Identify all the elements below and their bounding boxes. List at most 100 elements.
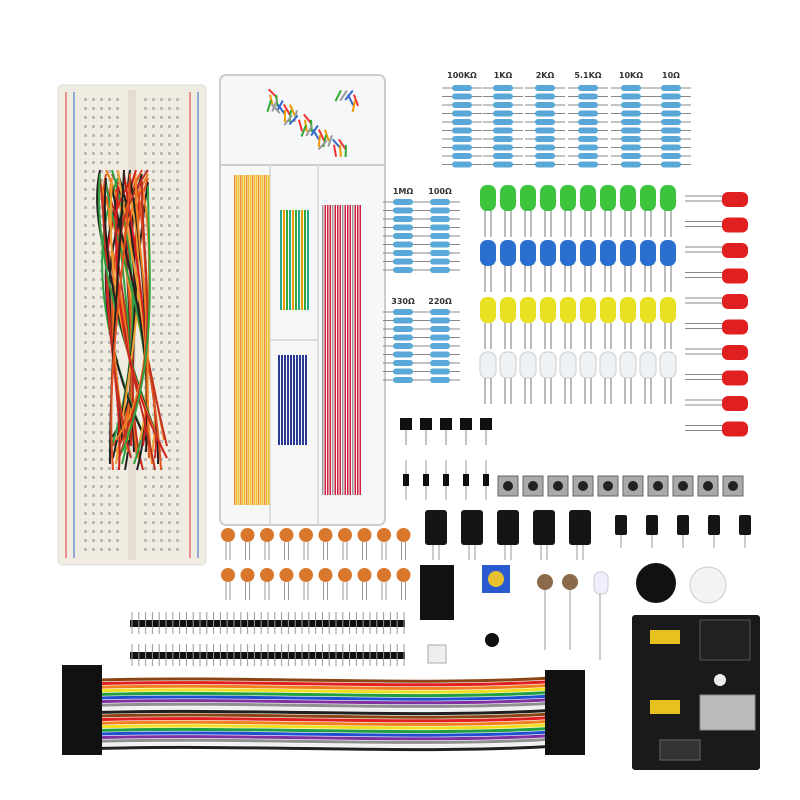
breadboard-hole — [168, 395, 171, 398]
breadboard-hole — [176, 251, 179, 254]
long-jumper-yellow — [264, 175, 266, 505]
breadboard-hole — [92, 143, 95, 146]
resistor — [430, 317, 450, 324]
breadboard-hole — [92, 224, 95, 227]
breadboard-hole — [176, 314, 179, 317]
breadboard-hole — [168, 296, 171, 299]
photoresistor — [537, 574, 553, 590]
breadboard-hole — [92, 314, 95, 317]
led-blue — [600, 240, 616, 266]
breadboard-hole — [100, 314, 103, 317]
breadboard-hole — [168, 422, 171, 425]
breadboard-hole — [168, 368, 171, 371]
resistor — [493, 110, 513, 117]
breadboard-hole — [168, 197, 171, 200]
breadboard-hole — [152, 449, 155, 452]
resistor — [393, 267, 413, 273]
resistor — [452, 136, 472, 142]
breadboard-hole — [92, 179, 95, 182]
led-white — [599, 351, 617, 379]
resistor — [578, 144, 598, 151]
short-jumper — [344, 145, 347, 158]
resistor — [393, 317, 413, 324]
breadboard-hole — [160, 521, 163, 524]
jumper-red — [347, 205, 349, 495]
resistor — [393, 241, 413, 248]
breadboard-hole — [144, 107, 147, 110]
short-jumper — [327, 135, 333, 148]
resistor — [430, 224, 450, 231]
breadboard-hole — [100, 206, 103, 209]
breadboard-hole — [100, 116, 103, 119]
breadboard-hole — [92, 296, 95, 299]
breadboard-hole — [108, 98, 111, 101]
resistor — [535, 85, 555, 91]
breadboard-hole — [84, 485, 87, 488]
resistor — [430, 377, 450, 383]
breadboard-hole — [100, 332, 103, 335]
breadboard-hole — [160, 125, 163, 128]
breadboard-hole — [160, 449, 163, 452]
breadboard-hole — [92, 125, 95, 128]
breadboard-hole — [160, 413, 163, 416]
breadboard-hole — [168, 323, 171, 326]
breadboard-hole — [84, 278, 87, 281]
breadboard-hole — [176, 341, 179, 344]
breadboard-hole — [160, 197, 163, 200]
breadboard-hole — [108, 476, 111, 479]
short-jumper — [303, 113, 313, 125]
led-blue — [640, 240, 656, 266]
breadboard-hole — [160, 98, 163, 101]
breadboard-hole — [152, 341, 155, 344]
breadboard-hole — [100, 440, 103, 443]
breadboard-hole — [152, 296, 155, 299]
ceramic-capacitor — [221, 528, 235, 542]
breadboard-hole — [84, 116, 87, 119]
components — [62, 418, 751, 755]
rgb-led — [593, 571, 609, 595]
breadboard-hole — [116, 521, 119, 524]
breadboard-hole — [176, 242, 179, 245]
breadboard-hole — [176, 449, 179, 452]
breadboard-hole — [108, 530, 111, 533]
resistor — [535, 153, 555, 159]
resistor — [393, 258, 413, 265]
breadboard-hole — [152, 359, 155, 362]
short-jumper — [312, 128, 320, 141]
diode — [423, 474, 429, 486]
breadboard-hole — [152, 134, 155, 137]
breadboard-hole — [100, 404, 103, 407]
resistor — [661, 93, 681, 100]
breadboard-hole — [92, 494, 95, 497]
breadboard-hole — [108, 494, 111, 497]
breadboard-hole — [84, 431, 87, 434]
led-red — [722, 243, 748, 258]
short-jumper — [334, 90, 342, 102]
led-green — [560, 185, 576, 211]
breadboard-hole — [116, 530, 119, 533]
breadboard-hole — [84, 512, 87, 515]
breadboard-hole — [100, 107, 103, 110]
breadboard-hole — [144, 224, 147, 227]
breadboard-hole — [176, 161, 179, 164]
short-jumper — [305, 125, 313, 137]
breadboard-hole — [116, 476, 119, 479]
breadboard-hole — [116, 98, 119, 101]
led-green — [620, 185, 636, 211]
breadboard-hole — [84, 395, 87, 398]
resistor — [535, 102, 555, 108]
resistor — [535, 161, 555, 168]
breadboard-hole — [100, 395, 103, 398]
breadboard-hole — [144, 125, 147, 128]
breadboard-hole — [168, 404, 171, 407]
led-white — [659, 351, 677, 379]
breadboard-hole — [84, 422, 87, 425]
led-yellow — [620, 297, 636, 323]
short-jumper — [332, 138, 342, 150]
breadboard-hole — [84, 548, 87, 551]
breadboard-hole — [144, 161, 147, 164]
led-blue — [540, 240, 556, 266]
breadboard-hole — [168, 359, 171, 362]
breadboard-hole — [144, 134, 147, 137]
